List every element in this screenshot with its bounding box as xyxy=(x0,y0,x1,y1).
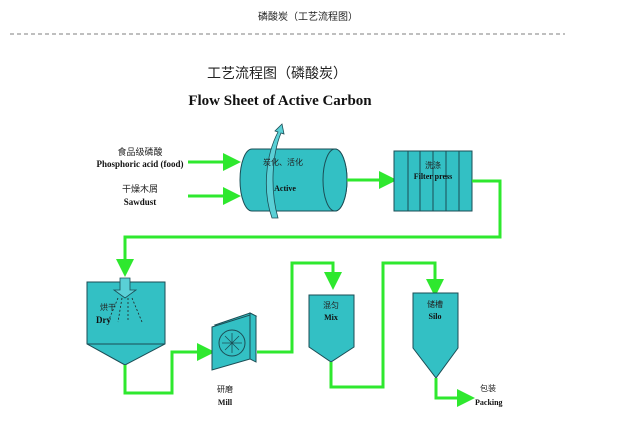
active-cn: 炭化、活化 xyxy=(263,157,303,167)
silo-en: Silo xyxy=(429,312,442,321)
packing-en: Packing xyxy=(475,398,503,407)
flow-line-to-packing xyxy=(434,378,475,407)
dry-cn: 烘干 xyxy=(100,302,116,312)
mill-cn: 研磨 xyxy=(217,384,233,394)
silo: 储槽 Silo xyxy=(412,292,459,379)
flow-line-to-mix xyxy=(257,261,342,354)
input-phosphoric-en: Phosphoric acid (food) xyxy=(96,159,183,169)
filter-press: 洗涤 Filter press xyxy=(393,150,473,212)
silo-cn: 储槽 xyxy=(427,299,443,309)
mill-en: Mill xyxy=(218,398,233,407)
flow-line-to-dryer xyxy=(116,179,502,277)
diagram-title-en: Flow Sheet of Active Carbon xyxy=(188,93,372,109)
dry-en: Dry xyxy=(96,315,111,325)
mix-en: Mix xyxy=(324,313,338,322)
mill: 研磨 Mill xyxy=(211,312,258,407)
header-title: 磷酸炭（工艺流程图） xyxy=(258,10,358,23)
flow-line-to-silo xyxy=(329,261,444,389)
diagram-title-cn: 工艺流程图（磷酸炭） xyxy=(207,66,347,82)
input-sawdust-cn: 干燥木屑 xyxy=(122,183,158,195)
input-phosphoric-cn: 食品级磷酸 xyxy=(117,146,162,158)
activation-kiln: 炭化、活化 Active xyxy=(239,123,348,219)
dryer: 烘干 Dry xyxy=(86,277,166,366)
input-sawdust-en: Sawdust xyxy=(124,197,157,207)
active-en: Active xyxy=(274,184,296,193)
filter-press-cn: 洗涤 xyxy=(425,160,441,170)
packing-cn: 包装 xyxy=(480,383,496,393)
rotation-arrow-icon xyxy=(265,123,285,219)
flow-line-to-mill xyxy=(123,343,215,395)
filter-press-en: Filter press xyxy=(414,172,453,181)
mixer: 混匀 Mix xyxy=(308,294,355,363)
mix-cn: 混匀 xyxy=(323,300,339,310)
